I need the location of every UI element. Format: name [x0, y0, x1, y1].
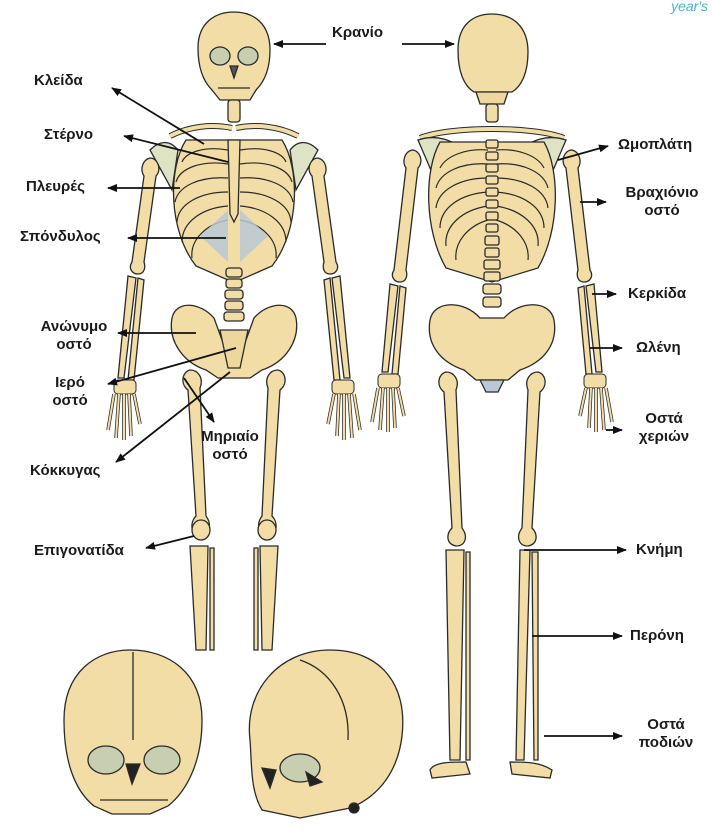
label-hand-line-1: Οστά	[624, 410, 704, 428]
label-scapula: Ωμοπλάτη	[618, 136, 692, 154]
label-clavicle: Κλείδα	[34, 72, 83, 90]
label-humerus-line-2: οστό	[612, 202, 712, 220]
back-skeleton	[372, 14, 612, 778]
label-hand: Οστά χεριών	[624, 410, 704, 446]
label-humerus: Βραχιόνιο οστό	[612, 184, 712, 220]
label-hip-bone-line-2: οστό	[26, 336, 122, 354]
label-tibia: Κνήμη	[636, 541, 683, 559]
label-femur-line-2: οστό	[190, 446, 270, 464]
label-ribs: Πλευρές	[26, 178, 85, 196]
label-radius: Κερκίδα	[628, 285, 686, 303]
label-skull: Κρανίο	[332, 24, 383, 42]
label-femur-line-1: Μηριαίο	[190, 428, 270, 446]
label-hip-bone: Ανώνυμο οστό	[26, 318, 122, 354]
label-foot-line-2: ποδιών	[626, 734, 706, 752]
label-sacrum-line-1: Ιερό	[40, 374, 100, 392]
label-ulna: Ωλένη	[636, 339, 681, 357]
label-hip-bone-line-1: Ανώνυμο	[26, 318, 122, 336]
label-hand-line-2: χεριών	[624, 428, 704, 446]
watermark-text: year's	[671, 0, 708, 14]
label-vertebra: Σπόνδυλος	[20, 228, 101, 246]
label-foot-line-1: Οστά	[626, 716, 706, 734]
label-fibula: Περόνη	[630, 627, 684, 645]
label-sacrum: Ιερό οστό	[40, 374, 100, 410]
label-coccyx: Κόκκυγας	[30, 462, 100, 480]
label-humerus-line-1: Βραχιόνιο	[612, 184, 712, 202]
label-sternum: Στέρνο	[44, 126, 93, 144]
arrow-patella	[146, 536, 194, 548]
label-foot: Οστά ποδιών	[626, 716, 706, 752]
label-sacrum-line-2: οστό	[40, 392, 100, 410]
fetal-skulls	[64, 650, 403, 818]
label-patella: Επιγονατίδα	[34, 542, 124, 560]
label-femur: Μηριαίο οστό	[190, 428, 270, 464]
